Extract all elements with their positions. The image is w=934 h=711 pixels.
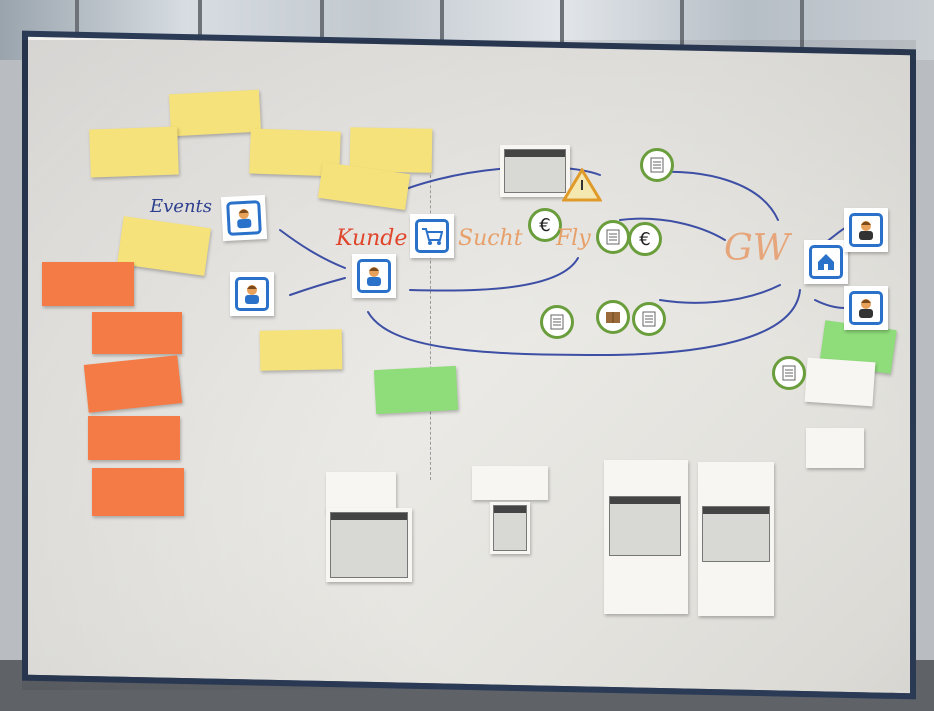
euro-coin: €: [628, 222, 662, 256]
document-icon: [550, 314, 564, 330]
package-icon: [606, 312, 620, 323]
window-mullion: [75, 0, 79, 60]
screenshot-printout: [500, 145, 570, 197]
person-icon: [245, 285, 259, 304]
person-icon: [237, 209, 252, 229]
prototype-sketch: [698, 462, 774, 616]
window-mullion: [320, 0, 324, 60]
person-card: [844, 286, 888, 330]
arrow-person2-to-kunde: [289, 277, 346, 296]
prototype-screen: [609, 496, 681, 556]
person-card: [844, 208, 888, 252]
sticky-note-yellow: [259, 329, 343, 371]
kunde-card: [352, 254, 396, 298]
euro-coin-icon: €: [639, 228, 651, 250]
arrow-gw-to-person4: [814, 299, 846, 309]
paper-note: [806, 428, 864, 468]
document-icon: [606, 229, 620, 245]
package-token: [596, 300, 630, 334]
arrow-anfrage-to-gw: [659, 170, 779, 221]
prototype-sketch: [604, 460, 688, 614]
label-fly: Fly: [556, 226, 591, 251]
prototype-sketch: [490, 502, 530, 554]
person-card: [220, 194, 268, 242]
prototype-screen: [330, 512, 408, 578]
sticky-note-green: [373, 365, 459, 415]
sticky-note-orange: [92, 468, 184, 516]
arrow-events-to-kunde: [279, 229, 346, 269]
person-icon: [859, 221, 873, 240]
gw-card: [804, 240, 848, 284]
document-icon: [650, 157, 664, 173]
paper-note: [472, 466, 548, 500]
person-icon: [859, 299, 873, 318]
sticky-note-orange: [88, 416, 180, 460]
document-icon: [782, 365, 796, 381]
person-card: [230, 272, 274, 316]
arrow-back-to-kunde: [409, 257, 579, 292]
label-kunde: Kunde: [336, 226, 408, 251]
arrow-angebot: [659, 284, 781, 304]
prototype-screen: [702, 506, 770, 562]
label-sucht: Sucht: [458, 226, 523, 251]
prototype-sketch: [326, 508, 412, 582]
euro-coin: €: [528, 208, 562, 242]
arrow-bestaetigung: [367, 289, 801, 357]
document-icon: [642, 311, 656, 327]
document-token: [632, 302, 666, 336]
arrow-abschluss: [619, 217, 726, 241]
document-token: [540, 305, 574, 339]
window-mullion: [440, 0, 444, 60]
window-mullion: [198, 0, 202, 60]
house-icon: [818, 254, 834, 270]
sticky-note-yellow: [349, 127, 433, 173]
window-mullion: [560, 0, 564, 60]
warning-triangle-icon: [562, 168, 602, 202]
sticky-note-flybucher: [42, 262, 134, 306]
sticky-note-orange: [92, 312, 182, 354]
paper-note: [326, 472, 396, 512]
shopping-cart-icon: [422, 228, 443, 245]
document-token: [772, 356, 806, 390]
screenshot-image: [504, 149, 566, 193]
label-events: Events: [150, 196, 213, 217]
label-gw: GW: [724, 228, 790, 269]
document-token: [596, 220, 630, 254]
sticky-note-yellow: [89, 126, 179, 178]
cart-card: [410, 214, 454, 258]
window-mullion: [800, 0, 804, 60]
person-icon: [367, 267, 381, 286]
sticky-note-orange: [83, 355, 183, 413]
window-mullion: [680, 0, 684, 60]
paper-note: [804, 357, 876, 407]
document-token: [640, 148, 674, 182]
sticky-note-yellow: [168, 89, 262, 137]
prototype-screen: [493, 505, 527, 551]
board-seam: [430, 150, 431, 480]
euro-coin-icon: €: [539, 214, 551, 236]
